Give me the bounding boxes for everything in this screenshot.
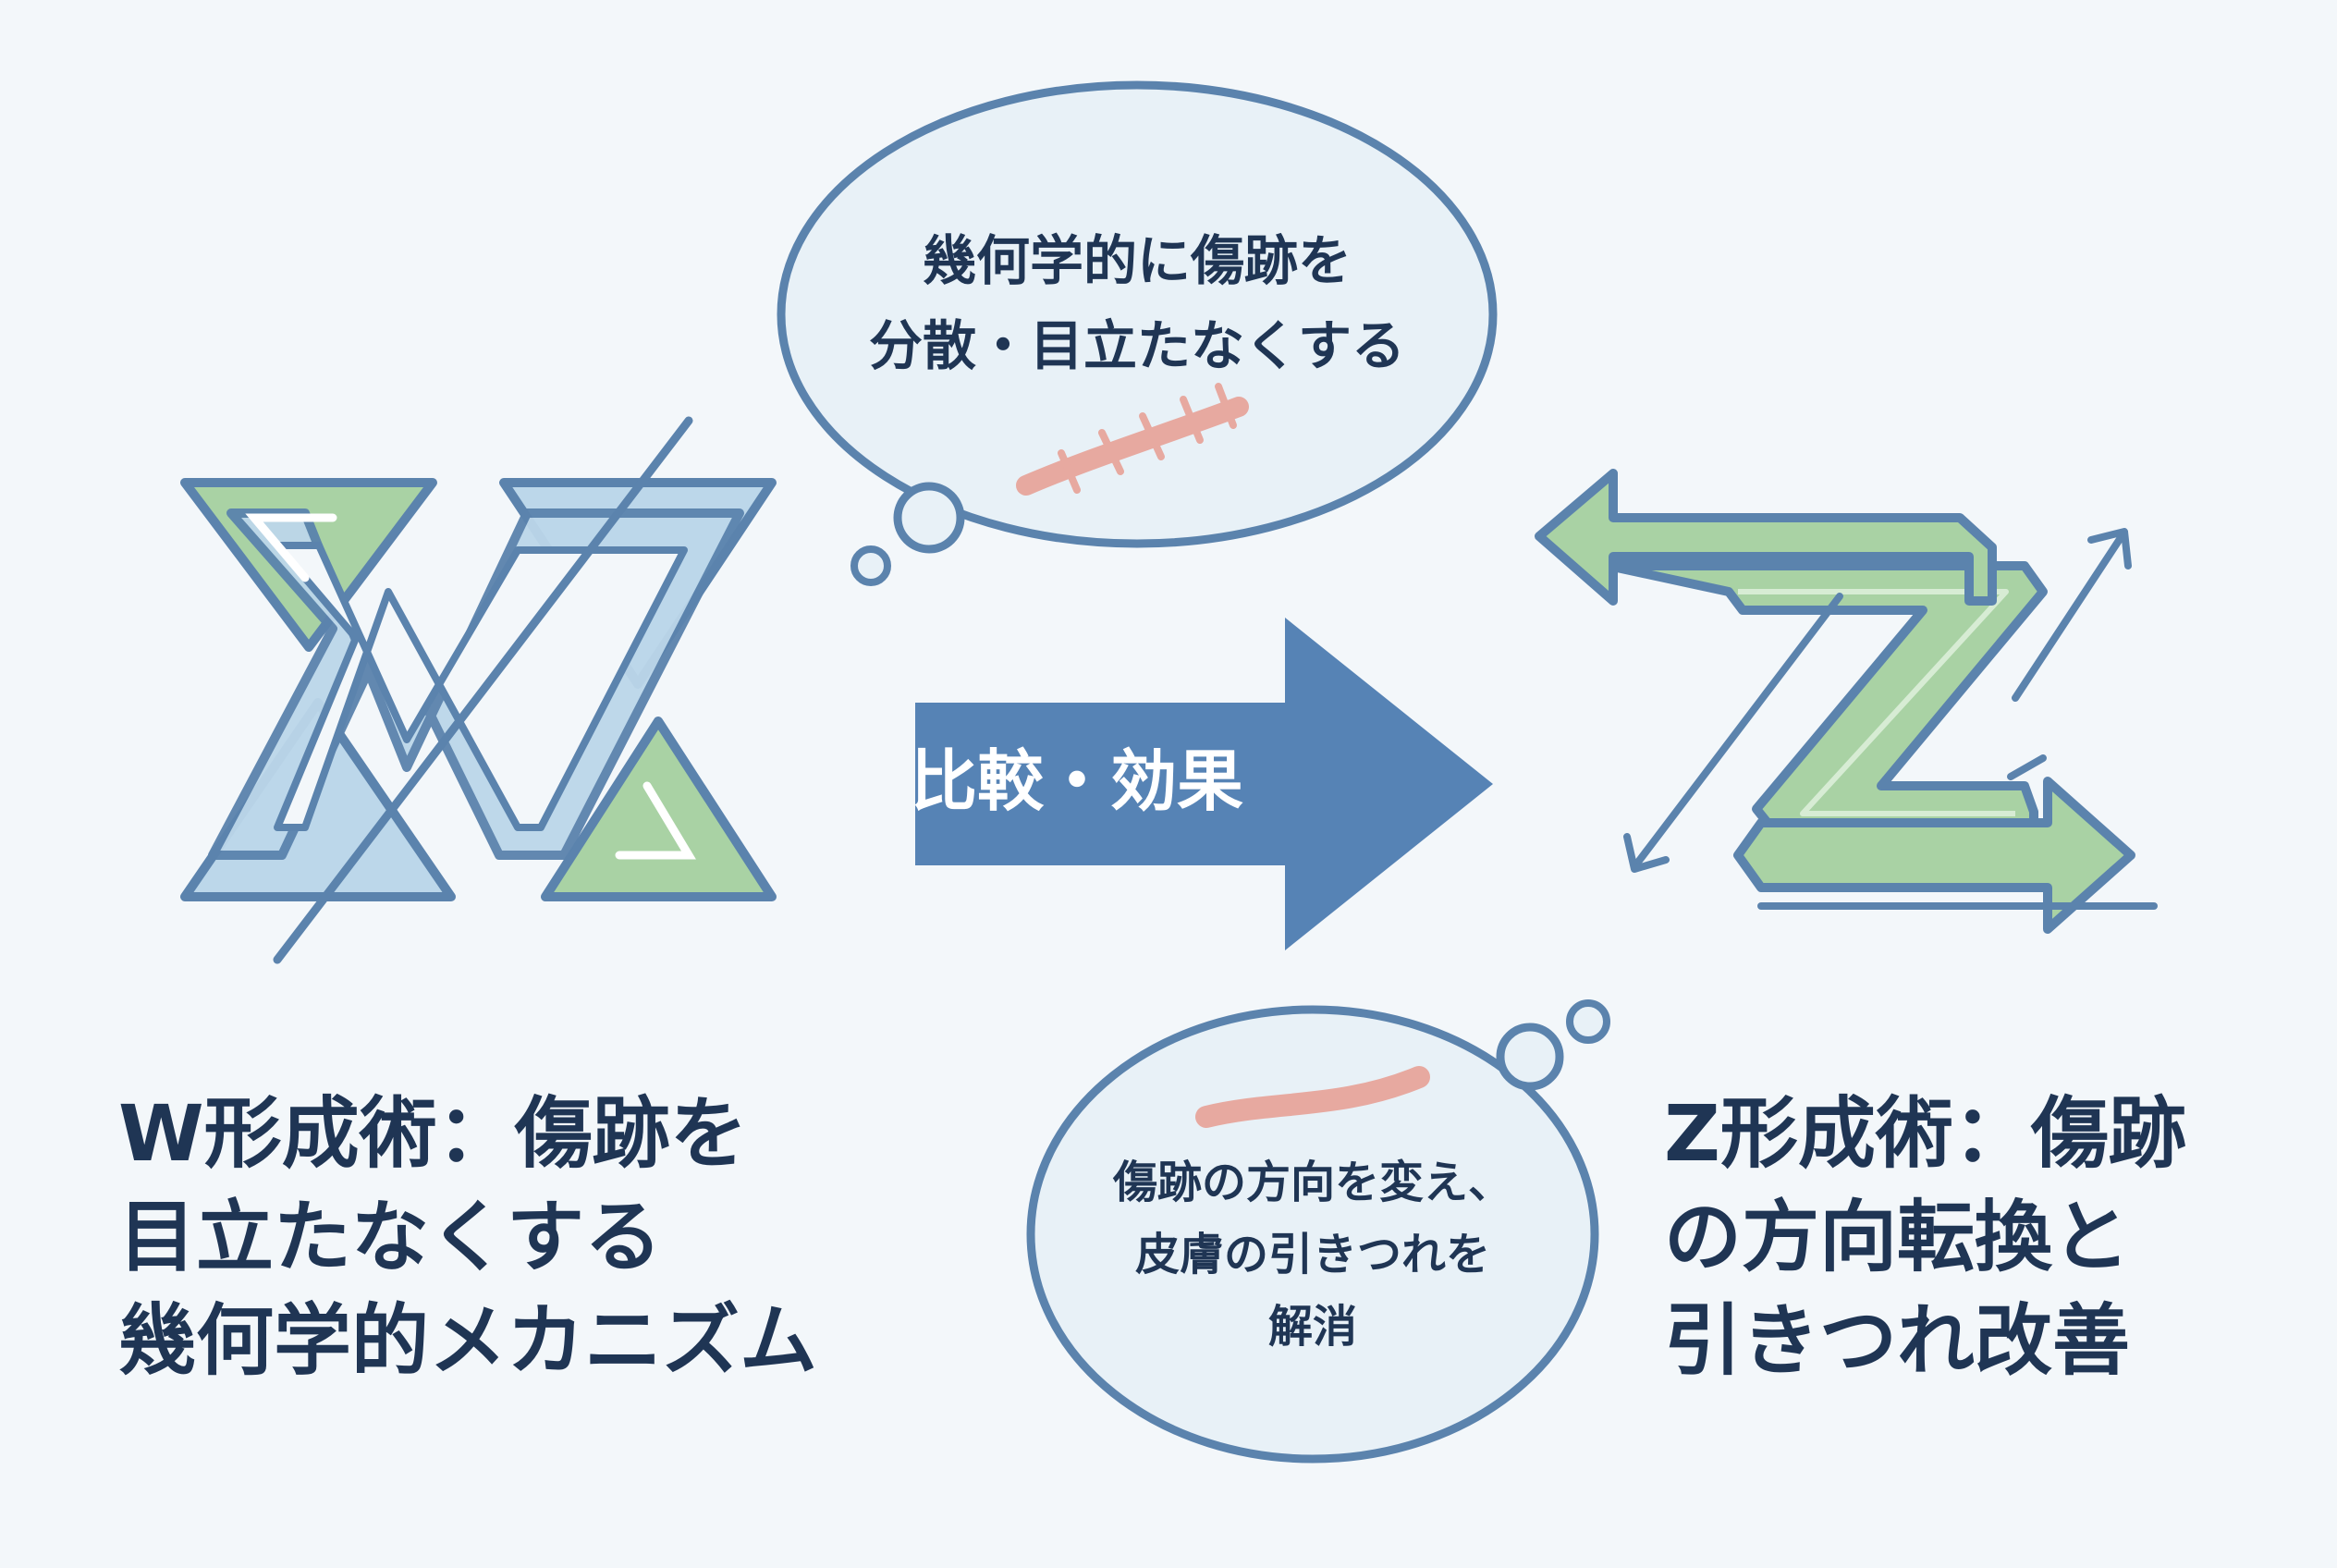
w-plasty-zigzag-icon <box>180 416 777 964</box>
z-plasty-caption: Z形成術：傷跡 の方向転換と 引きつれ改善 <box>1664 1082 2186 1392</box>
bubble-bottom-line: 傷跡の方向を変え、 <box>1112 1157 1512 1208</box>
bubble-bottom-line: 解消 <box>1267 1301 1357 1353</box>
arrow-label: 比較・効果 <box>911 742 1244 820</box>
smooth-scar-icon <box>1195 1066 1430 1128</box>
bubble-top-line: 分散・目立たなくする <box>868 314 1405 377</box>
thought-bubble-top <box>777 80 1498 586</box>
bubble-bottom-line: 皮膚の引きつれを <box>1134 1229 1490 1280</box>
caption-line: Z形成術：傷跡 <box>1664 1088 2186 1179</box>
bubble-top-text: 幾何学的に傷跡を 分散・目立たなくする <box>814 218 1461 388</box>
caption-line: 引きつれ改善 <box>1664 1295 2131 1386</box>
z-plasty-arrows-icon <box>1535 469 2158 934</box>
thought-bubble-bottom <box>1026 999 1610 1464</box>
caption-line: W形成術：傷跡を <box>118 1088 748 1179</box>
w-plasty-caption: W形成術：傷跡を 目立たなくする 幾何学的メカニズム <box>118 1082 817 1392</box>
caption-line: の方向転換と <box>1664 1192 2131 1282</box>
zigzag-scar-icon <box>1016 383 1249 496</box>
bubble-top-line: 幾何学的に傷跡を <box>922 229 1352 292</box>
caption-line: 幾何学的メカニズム <box>118 1295 818 1386</box>
bubble-bottom-text: 傷跡の方向を変え、 皮膚の引きつれを 解消 <box>1045 1146 1581 1363</box>
caption-line: 目立たなくする <box>118 1192 663 1282</box>
comparison-arrow <box>915 618 1493 950</box>
